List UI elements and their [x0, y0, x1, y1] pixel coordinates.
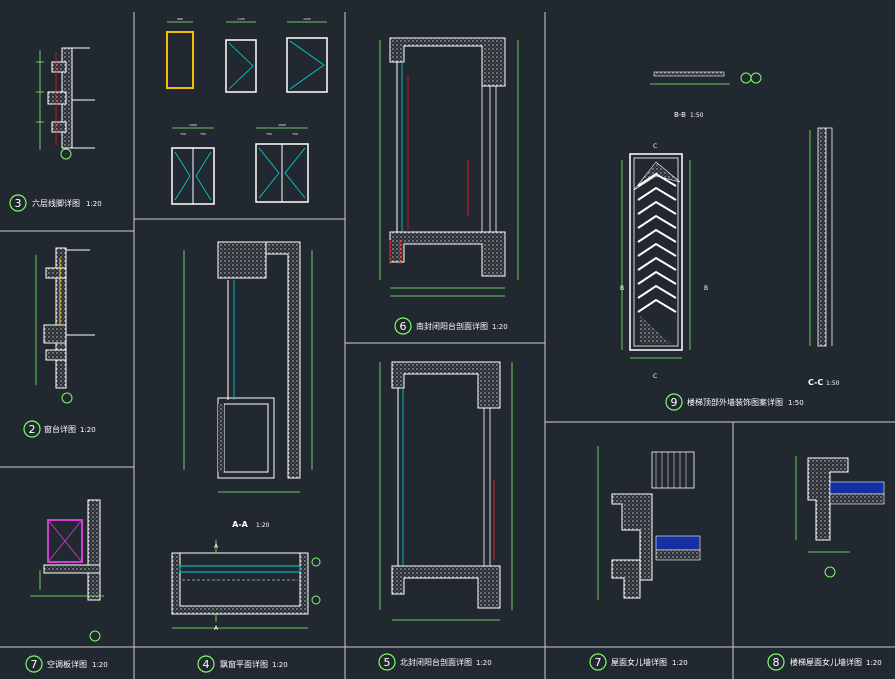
panel-7b-title: 屋面女儿墙详图	[611, 657, 667, 667]
panel-6-scale: 1:20	[492, 323, 508, 331]
panel-title-7a: 7 空调板详图 1:20	[25, 655, 108, 673]
detail-7a-drawing	[30, 499, 104, 642]
detail-6-drawing	[379, 37, 519, 297]
section-aa-scale: 1:20	[256, 522, 270, 529]
panel-4-scale: 1:20	[272, 661, 288, 669]
panel-9-number: 9	[671, 396, 678, 409]
panel-6-number: 6	[400, 320, 407, 333]
window-dim-4a: 750	[180, 132, 186, 136]
panel-8-title: 楼梯屋面女儿墙详图	[790, 657, 862, 667]
window-dim-5b: 750	[292, 132, 298, 136]
panel-title-6: 6 南封闭阳台剖面详图 1:20	[394, 317, 508, 335]
window-elevations: 680 1135 1325 1500 1500 750 750 750 750	[166, 17, 328, 205]
panel-8-scale: 1:20	[866, 659, 882, 667]
section-bb-label: B-B	[674, 111, 686, 119]
window-dim-5a: 750	[266, 132, 272, 136]
panel-title-7b: 7 屋面女儿墙详图 1:20	[589, 653, 688, 671]
panel-4-number: 4	[203, 658, 210, 671]
panel-3-scale: 1:20	[86, 200, 102, 208]
window-dim-2: 1135	[237, 17, 245, 21]
panel-7a-title: 空调板详图	[47, 659, 87, 669]
panel-5-scale: 1:20	[476, 659, 492, 667]
panel-title-9: 9 楼梯顶部外墙装饰图案详图 1:50	[665, 393, 804, 411]
section-cc-scale: 1:50	[826, 380, 840, 387]
panel-grid	[0, 12, 895, 679]
detail-8-drawing	[795, 456, 885, 578]
marker-a-bottom: A	[214, 625, 219, 632]
detail-2-drawing	[35, 247, 95, 404]
panel-2-number: 2	[29, 423, 36, 436]
marker-b-left: B	[620, 285, 624, 292]
panel-5-title: 北封闭阳台剖面详图	[400, 657, 472, 667]
marker-b-right: B	[704, 285, 708, 292]
window-dim-4b: 750	[200, 132, 206, 136]
marker-c-top: C	[653, 143, 657, 150]
panel-5-number: 5	[384, 656, 391, 669]
panel-6-title: 南封闭阳台剖面详图	[416, 321, 488, 331]
panel-2-title: 窗台详图	[44, 424, 76, 434]
panel-8-number: 8	[773, 656, 780, 669]
window-dim-5: 1500	[278, 123, 286, 127]
window-dim-3: 1325	[303, 17, 311, 21]
section-bb-scale: 1:50	[690, 112, 704, 119]
window-dim-4: 1500	[189, 123, 197, 127]
window-dim-1: 680	[177, 17, 183, 21]
section-aa-drawing	[183, 241, 313, 493]
detail-4-drawing	[171, 540, 321, 629]
panel-7a-number: 7	[31, 658, 38, 671]
panel-title-2: 2 窗台详图 1:20	[23, 420, 96, 438]
section-cc-label: C-C	[808, 378, 823, 387]
panel-title-8: 8 楼梯屋面女儿墙详图 1:20	[767, 653, 882, 671]
section-aa-label: A-A	[232, 520, 249, 529]
panel-9-title: 楼梯顶部外墙装饰图案详图	[687, 397, 783, 407]
marker-c-bottom: C	[653, 373, 657, 380]
marker-a-top: A	[214, 543, 219, 550]
panel-title-3: 3 六层线脚详图 1:20	[9, 194, 102, 212]
detail-9-drawing	[621, 71, 833, 359]
panel-9-scale: 1:50	[788, 399, 804, 407]
panel-3-title: 六层线脚详图	[32, 198, 80, 208]
panel-7b-number: 7	[595, 656, 602, 669]
panel-4-title: 飘窗平面详图	[220, 659, 268, 669]
detail-7b-drawing	[597, 446, 701, 600]
panel-7b-scale: 1:20	[672, 659, 688, 667]
panel-7a-scale: 1:20	[92, 661, 108, 669]
panel-title-5: 5 北封闭阳台剖面详图 1:20	[378, 653, 492, 671]
panel-3-number: 3	[15, 197, 22, 210]
panel-2-scale: 1:20	[80, 426, 96, 434]
detail-3-drawing	[36, 47, 95, 160]
panel-title-4: 4 飘窗平面详图 1:20	[197, 655, 288, 673]
detail-5-drawing	[379, 361, 513, 621]
